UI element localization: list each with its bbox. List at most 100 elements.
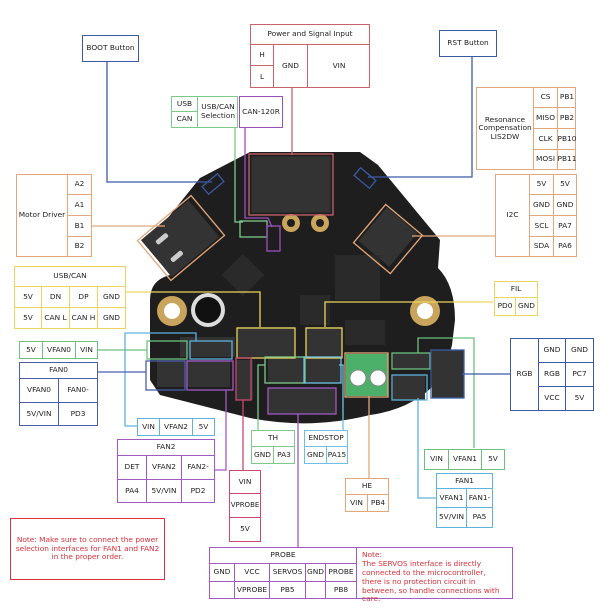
probe-mcu-pin: VPROBE: [235, 582, 270, 598]
resonance-pin: CS: [534, 88, 558, 108]
rst-button-text: RST Button: [447, 38, 489, 48]
fan2-pin: PA4: [118, 480, 147, 502]
endstop-pin: PA15: [327, 449, 347, 459]
fan0-pin: FAN0-: [59, 379, 97, 403]
power-pin-l: L: [251, 66, 274, 88]
resonance-mcu-pin: PB10: [558, 129, 576, 150]
fan0-power-pin: VFAN0: [43, 342, 76, 358]
vprobe-pin: 5V: [240, 524, 250, 534]
usb-can-pin: 5V: [15, 287, 42, 308]
servos-note-title: Note:: [362, 550, 382, 559]
fil-table: FIL PD0 GND: [494, 281, 538, 316]
fan1-title: FAN1: [437, 474, 492, 489]
i2c-connector: [358, 207, 418, 267]
i2c-mcu-pin: PA7: [554, 216, 576, 237]
probe-pin: GND: [306, 564, 326, 582]
probe-pin: VCC: [235, 564, 270, 582]
fan2-power-selection: VIN VFAN2 5V: [137, 418, 215, 436]
motor-driver-title: Motor Driver: [17, 175, 68, 256]
fan2-pin: 5V/VIN: [147, 480, 182, 502]
probe-mcu-pin: PB8: [333, 584, 349, 594]
he-pin: PB4: [370, 497, 386, 507]
rgb-mcu-pin: 5V: [574, 393, 585, 403]
th-table: TH GND PA3: [251, 430, 295, 464]
resonance-pin: MOSI: [534, 150, 558, 169]
power-connector: [250, 155, 332, 214]
fan0-power-pin: 5V: [20, 342, 43, 358]
i2c-mcu-pin: GND: [554, 195, 576, 216]
fan1-power-pin: VFAN1: [449, 450, 482, 469]
resonance-mcu-pin: PB11: [557, 154, 577, 164]
rgb-title: RGB: [511, 339, 539, 410]
th-pin: GND: [252, 447, 274, 463]
fan1-pin: 5V/VIN: [437, 508, 467, 527]
fan0-pin: PD3: [70, 408, 86, 418]
i2c-mcu-pin: PA6: [558, 241, 572, 251]
resonance-pin: CLK: [534, 129, 558, 150]
fil-pin: GND: [518, 301, 535, 311]
fan1-power-selection: VIN VFAN1 5V: [424, 449, 505, 470]
i2c-pin: 5V: [530, 175, 554, 195]
probe-pin: GND: [210, 564, 235, 582]
fan2-pin: VFAN2: [147, 456, 182, 480]
fan1-power-pin: VIN: [425, 450, 449, 469]
probe-mcu-pin: PB5: [270, 582, 306, 598]
endstop-title: ENDSTOP: [305, 431, 347, 447]
motor-pin: B1: [68, 216, 91, 237]
probe-mcu-pin: [210, 582, 235, 598]
usb-can-title: USB/CAN: [15, 267, 125, 287]
usb-can-pin: GND: [98, 287, 125, 308]
selection-usb: USB: [172, 97, 198, 112]
power-title: Power and Signal Input: [251, 25, 369, 45]
can-120r-label: CAN-120R: [239, 96, 283, 128]
fan2-power-pin: VIN: [138, 419, 160, 435]
fan-power-note: Note: Make sure to connect the power sel…: [10, 518, 165, 580]
endstop-pin: GND: [305, 447, 327, 463]
vprobe-pin: VPROBE: [230, 494, 260, 518]
fan2-pin: FAN2-: [182, 456, 214, 480]
servos-note: Note: The SERVOS interface is directly c…: [356, 547, 513, 603]
motor-connector: [140, 200, 220, 277]
probe-table: PROBE GND VCC SERVOS GND PROBE VPROBE PB…: [209, 547, 357, 599]
i2c-title: I2C: [496, 175, 530, 256]
probe-mcu-pin: [306, 582, 326, 598]
resonance-compensation-table: Resonance Compensation LIS2DW CS PB1 MIS…: [476, 87, 576, 170]
power-pin-vin: VIN: [332, 61, 346, 71]
rgb-pin: RGB: [539, 363, 566, 387]
rst-button-label: RST Button: [439, 30, 497, 57]
fan0-pin: 5V/VIN: [20, 403, 59, 425]
selection-title: USB/CAN Selection: [200, 102, 236, 120]
power-pin-gnd: GND: [274, 45, 308, 88]
fan2-power-pin: 5V: [198, 421, 209, 431]
i2c-table: I2C 5V 5V GND GND SCL PA7 SDA PA6: [495, 174, 577, 257]
fan1-pin: VFAN1: [437, 489, 467, 508]
usb-can-pin: GND: [103, 312, 120, 322]
endstop-table: ENDSTOP GND PA15: [304, 430, 348, 464]
power-signal-input-table: Power and Signal Input H L GND VIN: [250, 24, 370, 88]
th-title: TH: [252, 431, 294, 447]
power-pin-h: H: [251, 45, 274, 66]
fil-title: FIL: [495, 282, 537, 298]
motor-pin: A1: [68, 195, 91, 216]
usb-can-pin: DN: [42, 287, 70, 308]
rgb-mcu-pin: PC7: [566, 363, 593, 387]
fan2-table: FAN2 DET VFAN2 FAN2- PA4 5V/VIN PD2: [117, 439, 215, 503]
probe-pin: SERVOS: [270, 564, 306, 582]
motor-driver-table: Motor Driver A2 A1 B1 B2: [16, 174, 92, 257]
rgb-mcu-pin: GND: [566, 339, 593, 363]
fan1-pin: FAN1-: [467, 489, 492, 508]
usb-can-pin: 5V: [15, 308, 42, 328]
fan-power-note-text: Note: Make sure to connect the power sel…: [15, 534, 160, 562]
probe-pin: PROBE: [326, 564, 356, 582]
fan2-power-pin: VFAN2: [160, 419, 193, 435]
fan2-title: FAN2: [118, 440, 214, 456]
vprobe-pin: VIN: [230, 471, 260, 494]
can-120r-text: CAN-120R: [242, 106, 280, 116]
resonance-mcu-pin: PB1: [558, 88, 576, 108]
fan0-power-pin: VIN: [80, 344, 93, 354]
servos-note-text: The SERVOS interface is directly connect…: [362, 558, 500, 604]
i2c-pin: SDA: [530, 237, 554, 256]
usb-can-selection-table: USB CAN USB/CAN Selection: [171, 96, 238, 128]
usb-can-pin: DP: [70, 287, 98, 308]
